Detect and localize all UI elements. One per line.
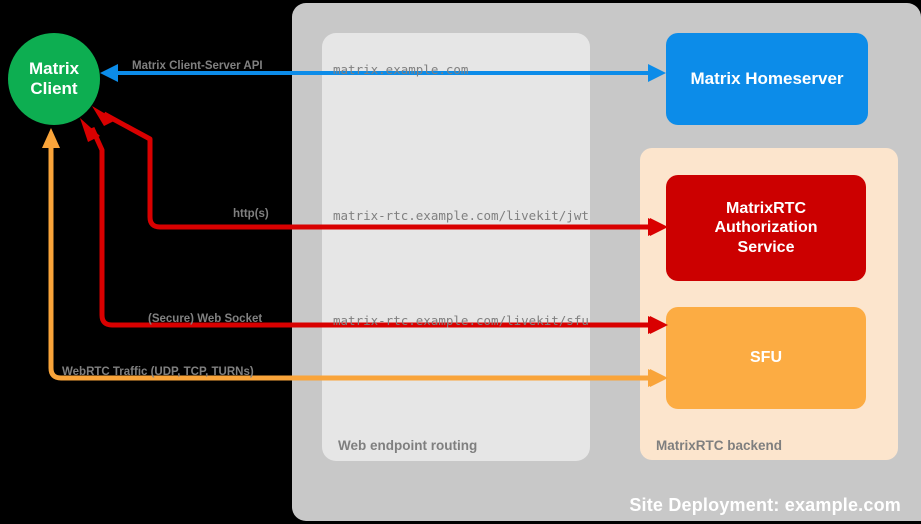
node-sfu[interactable]: SFU bbox=[666, 307, 866, 409]
backend-panel-caption: MatrixRTC backend bbox=[656, 438, 783, 453]
node-auth-label: MatrixRTC Authorization Service bbox=[714, 199, 817, 257]
routing-panel-caption: Web endpoint routing bbox=[338, 438, 478, 453]
client-label-line2: Client bbox=[30, 79, 78, 98]
auth-label-line1: MatrixRTC bbox=[725, 200, 806, 218]
node-matrix-client[interactable]: Matrix Client bbox=[8, 33, 100, 125]
arrowhead-sfu-media-in bbox=[640, 369, 668, 387]
edge-label-client-server-api: Matrix Client-Server API bbox=[132, 60, 263, 72]
edge-label-http: http(s) bbox=[233, 208, 269, 220]
node-matrix-homeserver-label: Matrix Homeserver bbox=[690, 68, 844, 88]
url-livekit-jwt: matrix-rtc.example.com/livekit/jwt bbox=[333, 208, 589, 223]
site-deployment-title: Site Deployment: example.com bbox=[629, 495, 901, 515]
url-matrix-example-com: matrix.example.com bbox=[333, 62, 469, 77]
edge-label-webrtc-traffic: WebRTC Traffic (UDP, TCP, TURNs) bbox=[62, 366, 254, 378]
client-label-line1: Matrix bbox=[28, 58, 80, 78]
node-matrixrtc-authorization-service[interactable]: MatrixRTC Authorization Service bbox=[666, 175, 866, 281]
web-endpoint-routing-panel bbox=[322, 33, 590, 461]
arrowhead-auth-in bbox=[640, 218, 668, 236]
node-sfu-label: SFU bbox=[750, 349, 782, 367]
node-matrix-homeserver[interactable]: Matrix Homeserver bbox=[666, 33, 868, 125]
auth-label-line3: Service bbox=[737, 238, 795, 256]
node-matrix-client-label: Matrix Client bbox=[29, 59, 79, 99]
auth-label-line2: Authorization bbox=[714, 219, 818, 237]
url-livekit-sfu: matrix-rtc.example.com/livekit/sfu bbox=[333, 313, 589, 328]
edge-client-server-api bbox=[100, 64, 666, 82]
arrowhead-sfu-ws-in bbox=[640, 316, 668, 334]
edge-label-web-socket: (Secure) Web Socket bbox=[148, 313, 263, 325]
